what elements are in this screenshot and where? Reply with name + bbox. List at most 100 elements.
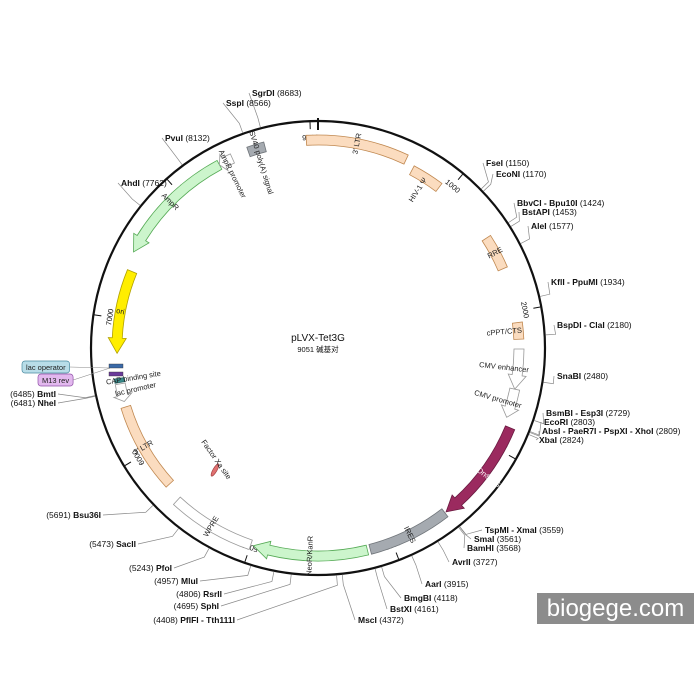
tag-leader [73, 367, 111, 381]
feature-ires: IRES [368, 508, 449, 555]
feature-3-ltr: 3' LTR [120, 404, 175, 488]
feature-label: NeoR/KanR [304, 535, 315, 576]
site-name: PflFI - Tth111I [180, 615, 235, 625]
tick-mark [508, 454, 516, 460]
site-label: SnaBI (2480) [557, 371, 608, 381]
feature-arc [481, 234, 508, 272]
site-label: SmaI (3561) [474, 534, 521, 544]
site-ecori: EcoRI (2803) [530, 417, 595, 436]
site-label: MscI (4372) [358, 615, 404, 625]
feature-cmv-enhancer: CMV enhancer [479, 348, 530, 390]
site-pfoi: (5243) PfoI [129, 548, 210, 573]
site-mlui: (4957) MluI [154, 565, 252, 586]
site-leader [545, 324, 557, 336]
feature-arc [445, 425, 516, 513]
site-label: EcoRI (2803) [544, 417, 595, 427]
site-position: (1453) [550, 207, 577, 217]
tag-lac-operator: lac operator [21, 360, 111, 374]
site-leader [529, 430, 540, 437]
site-label: BstAPI (1453) [522, 207, 577, 217]
site-label: SgrDI (8683) [252, 88, 302, 98]
site-name: XbaI [539, 435, 557, 445]
tag-label: M13 rev [42, 376, 69, 385]
feature-ampr: AmpR [133, 159, 223, 253]
site-leader [173, 548, 210, 569]
feature-arc [252, 540, 370, 562]
site-name: BbvCI - Bpu10I [517, 198, 577, 208]
plasmid-size: 9051 碱基对 [297, 344, 339, 354]
site-position: (3561) [494, 534, 521, 544]
feature-label: 3' LTR [350, 132, 363, 155]
site-label: AarI (3915) [425, 579, 469, 589]
site-label: BamHI (3568) [467, 543, 521, 553]
watermark: biogege.com [537, 593, 694, 624]
feature-label: HIV-1 Ψ [407, 176, 429, 204]
factor-xa-site: Factor Xa site [199, 438, 233, 481]
tick-mark [124, 461, 132, 467]
site-bbvci-bpu10i: BbvCI - Bpu10I (1424) [508, 198, 605, 223]
site-position: (1150) [503, 158, 529, 168]
site-position: (3727) [471, 557, 498, 567]
site-leader [199, 565, 252, 582]
feature-arc [507, 348, 527, 390]
site-label: SspI (8566) [226, 98, 271, 108]
site-position: (5473) [89, 539, 116, 549]
site-name: NheI [38, 398, 56, 408]
feature-arc [120, 404, 175, 488]
site-pflfi-tth111i: (4408) PflFI - Tth111I [153, 575, 338, 625]
site-leader [437, 541, 450, 563]
feature-arc [112, 382, 133, 402]
site-name: BstAPI [522, 207, 550, 217]
site-leader [248, 92, 261, 128]
site-leader [411, 555, 423, 585]
site-name: BamHI [467, 543, 494, 553]
feature-arc [107, 269, 138, 355]
site-name: SgrDI [252, 88, 275, 98]
factor-xa-marker [210, 463, 220, 477]
site-position: (1424) [577, 198, 604, 208]
site-leader [540, 281, 551, 297]
site-name: AbsI - PaeR7I - PspXI - XhoI [542, 426, 653, 436]
site-label: (6481) NheI [11, 398, 56, 408]
site-label: AleI (1577) [531, 221, 574, 231]
feature-cppt-cts: cPPT/CTS [486, 321, 525, 340]
feature-arc [246, 141, 267, 158]
site-name: KflI - PpuMI [551, 277, 598, 287]
site-leader [57, 395, 96, 404]
site-fsei: FseI (1150) [481, 158, 529, 190]
site-label: BmgBI (4118) [404, 593, 458, 603]
site-label: TspMI - XmaI (3559) [485, 525, 564, 535]
site-name: PvuI [165, 133, 183, 143]
site-label: (5691) Bsu36I [46, 510, 101, 520]
feature-label: cPPT/CTS [486, 326, 522, 338]
site-position: (4806) [176, 589, 203, 599]
site-position: (4957) [154, 576, 181, 586]
site-leader [137, 528, 179, 545]
tag-leader [69, 366, 111, 369]
site-label: (4695) SphI [174, 601, 219, 611]
site-name: BmgBI [404, 593, 431, 603]
site-name: SphI [201, 601, 219, 611]
site-name: BspDI - ClaI [557, 320, 605, 330]
site-leader [57, 393, 96, 399]
site-name: PfoI [156, 563, 172, 573]
site-position: (3559) [537, 525, 564, 535]
site-label: KflI - PpuMI (1934) [551, 277, 625, 287]
feature-3-ltr: 3' LTR [305, 132, 409, 165]
site-ahdi: AhdI (7762) [117, 178, 167, 206]
site-leader [117, 182, 141, 206]
site-position: (1170) [520, 169, 546, 179]
tick-mark [244, 555, 248, 563]
site-label: BstXI (4161) [390, 604, 439, 614]
factor-xa-label: Factor Xa site [199, 438, 233, 481]
site-sspi: SspI (8566) [222, 98, 271, 133]
site-name: EcoRI [544, 417, 568, 427]
feature-arc [511, 321, 525, 340]
site-label: BspDI - ClaI (2180) [557, 320, 632, 330]
site-name: SnaBI [557, 371, 581, 381]
site-econi: EcoNI (1170) [483, 169, 547, 192]
site-leader [222, 102, 244, 133]
site-label: FseI (1150) [486, 158, 529, 168]
feature-cmv-promoter: CMV promoter [473, 387, 523, 418]
